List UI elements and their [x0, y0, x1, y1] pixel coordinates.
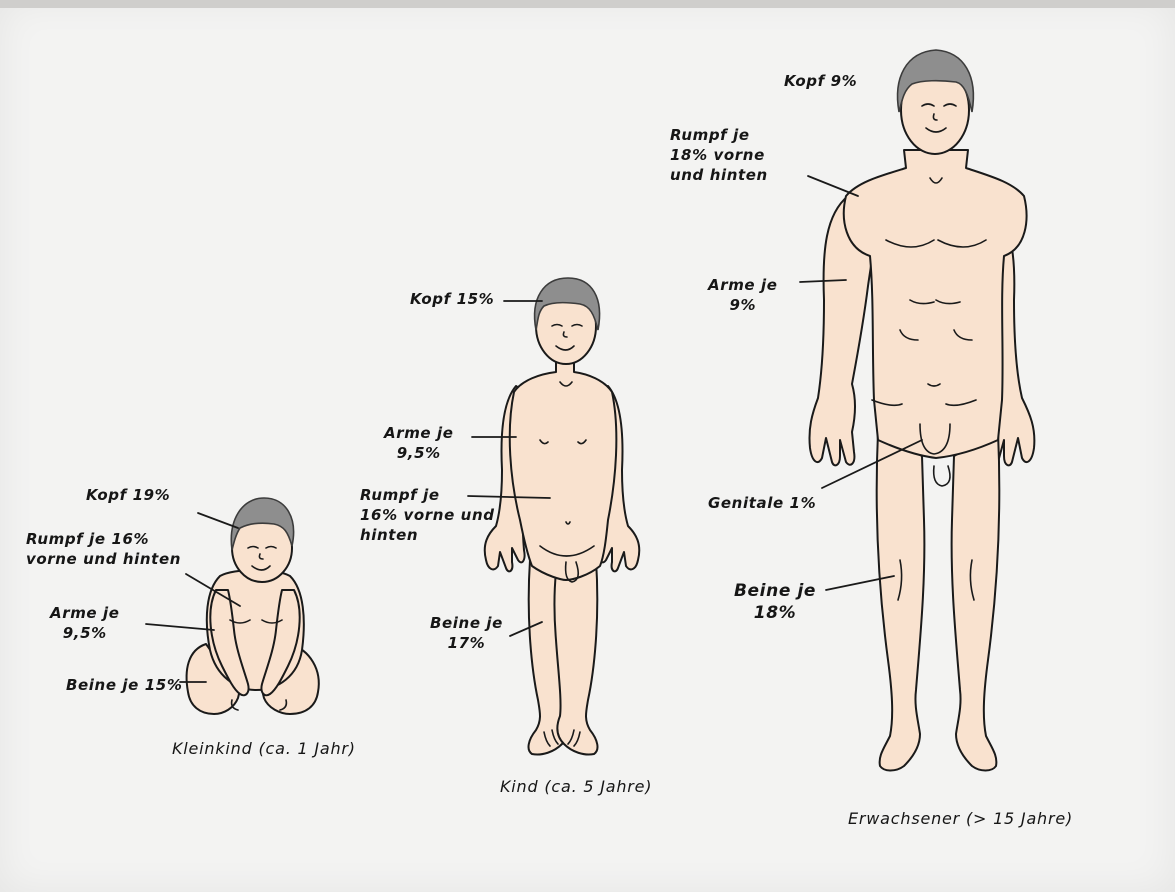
- child-right-leg: [555, 560, 598, 755]
- adult-beine-label: Beine je 18%: [734, 580, 816, 625]
- baby-beine-label: Beine je 15%: [66, 676, 182, 696]
- adult-rumpf-label: Rumpf je 18% vorne und hinten: [670, 126, 768, 185]
- baby-rumpf-label: Rumpf je 16% vorne und hinten: [26, 530, 181, 570]
- adult-right-leg: [952, 432, 1000, 771]
- child-caption: Kind (ca. 5 Jahre): [500, 776, 652, 797]
- adult-torso: [844, 150, 1027, 458]
- baby-arme-leader: [146, 624, 214, 630]
- adult-kopf-label: Kopf 9%: [784, 72, 857, 92]
- child-kopf-label: Kopf 15%: [410, 290, 494, 310]
- adult-figure: [800, 50, 1034, 771]
- adult-caption: Erwachsener (> 15 Jahre): [848, 808, 1073, 829]
- child-torso: [510, 360, 617, 580]
- adult-left-leg: [877, 432, 925, 771]
- baby-kopf-label: Kopf 19%: [86, 486, 170, 506]
- child-rumpf-label: Rumpf je 16% vorne und hinten: [360, 486, 495, 545]
- child-arme-label: Arme je 9,5%: [384, 424, 454, 464]
- adult-genitale-label: Genitale 1%: [708, 494, 816, 514]
- baby-caption: Kleinkind (ca. 1 Jahr): [172, 738, 356, 759]
- baby-kopf-leader: [198, 513, 238, 528]
- adult-arme-label: Arme je 9%: [708, 276, 778, 316]
- baby-arme-label: Arme je 9,5%: [50, 604, 120, 644]
- child-beine-label: Beine je 17%: [430, 614, 503, 654]
- adult-rumpf-leader: [808, 176, 858, 196]
